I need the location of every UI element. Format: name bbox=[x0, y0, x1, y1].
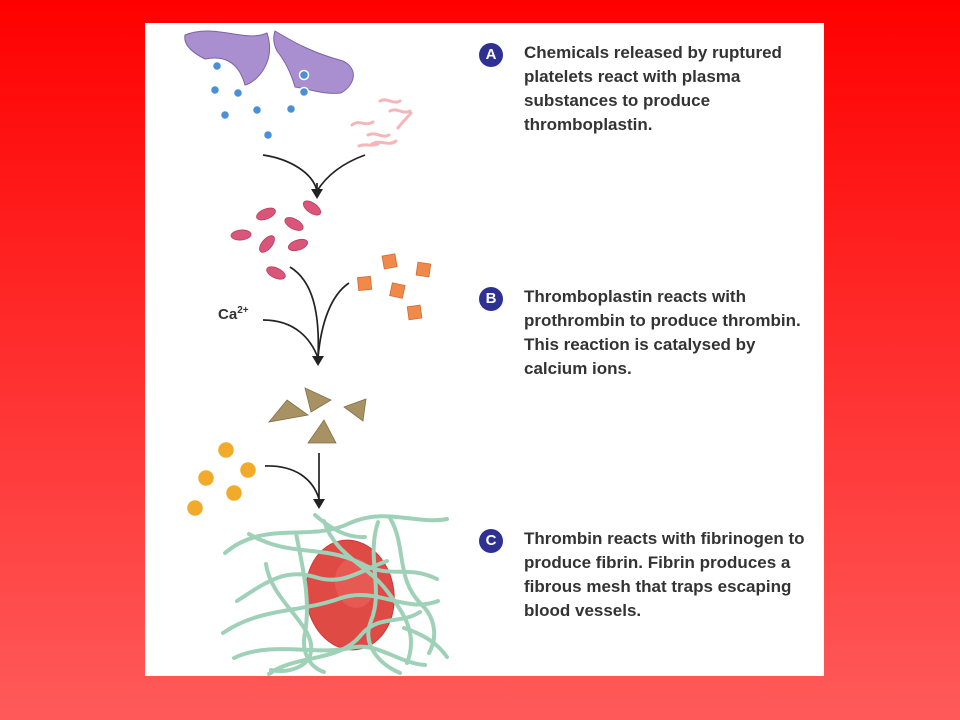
thrombin-triangle bbox=[343, 398, 367, 422]
prothrombin-cube bbox=[389, 282, 406, 299]
calcium-ion-charge: 2+ bbox=[237, 305, 249, 316]
thromboplastin-particle bbox=[259, 235, 275, 253]
prothrombin-cube bbox=[415, 261, 432, 278]
fibrin-mesh bbox=[221, 513, 449, 676]
prothrombin-cube bbox=[381, 253, 398, 270]
thromboplastin-particle bbox=[284, 217, 304, 231]
platelet-left bbox=[184, 30, 270, 86]
chemical-dot bbox=[232, 87, 244, 99]
fibrin-strand bbox=[223, 514, 449, 555]
chemical-dot bbox=[298, 69, 310, 81]
fibrin-strand bbox=[294, 531, 326, 674]
thrombin-triangle bbox=[268, 399, 310, 423]
step-b-badge: B bbox=[479, 287, 503, 311]
fibrin-strand bbox=[267, 610, 422, 676]
thromboplastin bbox=[230, 200, 322, 280]
prothrombin bbox=[356, 253, 432, 321]
arrow-b-calcium-curve bbox=[262, 319, 319, 359]
arrow-b-right-curve bbox=[317, 282, 350, 359]
step-c-text: Thrombin reacts with fibrinogen to produ… bbox=[524, 529, 805, 620]
arrow-a-left-curve bbox=[262, 154, 318, 192]
plasma-strand bbox=[388, 108, 412, 114]
clotting-diagram bbox=[184, 30, 449, 676]
fibrin-strand bbox=[388, 516, 437, 655]
plasma-strand bbox=[350, 120, 375, 127]
arrow-a-head bbox=[311, 189, 323, 199]
arrow-c-left-curve bbox=[264, 465, 320, 500]
fibrinogen-bead bbox=[196, 468, 216, 488]
chemical-dot bbox=[251, 104, 263, 116]
fibrinogen-bead bbox=[185, 498, 205, 518]
chemical-dot bbox=[285, 103, 297, 115]
arrow-c bbox=[264, 453, 325, 509]
step-a-text: Chemicals released by ruptured platelets… bbox=[524, 43, 782, 134]
thrombin-triangle bbox=[307, 419, 337, 444]
chemical-dot bbox=[298, 86, 310, 98]
thrombin bbox=[268, 387, 367, 444]
fibrin-strand bbox=[402, 626, 449, 659]
plasma-strand bbox=[378, 98, 402, 104]
thromboplastin-particle bbox=[266, 266, 286, 280]
fibrin-strand bbox=[366, 520, 402, 675]
step-a-badge: A bbox=[479, 43, 503, 67]
fibrin-strand bbox=[221, 592, 440, 635]
fibrinogen-bead bbox=[238, 460, 258, 480]
chemical-dot bbox=[211, 60, 223, 72]
diagram-panel: Ca2+ A Chemicals released by ruptured pl… bbox=[145, 23, 824, 676]
fibrinogen-bead bbox=[216, 440, 236, 460]
fibrin-strand bbox=[322, 519, 413, 665]
thromboplastin-particle bbox=[230, 229, 252, 241]
step-c-badge: C bbox=[479, 529, 503, 553]
plasma-strand bbox=[396, 111, 413, 130]
fibrinogen-bead bbox=[224, 483, 244, 503]
ruptured-platelets bbox=[184, 30, 354, 94]
plasma-strand bbox=[366, 132, 391, 138]
fibrin-strand bbox=[264, 562, 314, 673]
chemical-dot bbox=[219, 109, 231, 121]
arrow-b-head bbox=[312, 356, 324, 366]
step-b-text: Thromboplastin reacts with prothrombin t… bbox=[524, 287, 801, 378]
thrombin-triangle bbox=[304, 387, 332, 413]
arrow-a bbox=[262, 154, 366, 199]
fibrin-strand bbox=[235, 559, 389, 603]
arrow-b-left-curve bbox=[289, 266, 320, 359]
thromboplastin-particle bbox=[256, 207, 276, 221]
thromboplastin-particle bbox=[287, 238, 309, 252]
calcium-ion-label: Ca2+ bbox=[218, 305, 249, 323]
fibrin-strand bbox=[232, 644, 427, 667]
arrow-b bbox=[262, 266, 350, 366]
chemical-dot bbox=[209, 84, 221, 96]
arrow-a-right-curve bbox=[316, 154, 366, 192]
calcium-ion-symbol: Ca bbox=[218, 306, 238, 323]
prothrombin-cube bbox=[356, 275, 373, 292]
platelet-right bbox=[273, 30, 354, 94]
thromboplastin-particle bbox=[302, 200, 322, 216]
plasma-strand bbox=[370, 139, 398, 146]
fibrin-strand bbox=[313, 513, 367, 540]
released-chemicals bbox=[209, 60, 310, 141]
plasma-strand bbox=[357, 142, 380, 148]
fibrinogen bbox=[185, 440, 258, 518]
prothrombin-cube bbox=[406, 304, 423, 321]
plasma-substances bbox=[350, 98, 413, 148]
arrow-c-head bbox=[313, 499, 325, 509]
chemical-dot bbox=[262, 129, 274, 141]
